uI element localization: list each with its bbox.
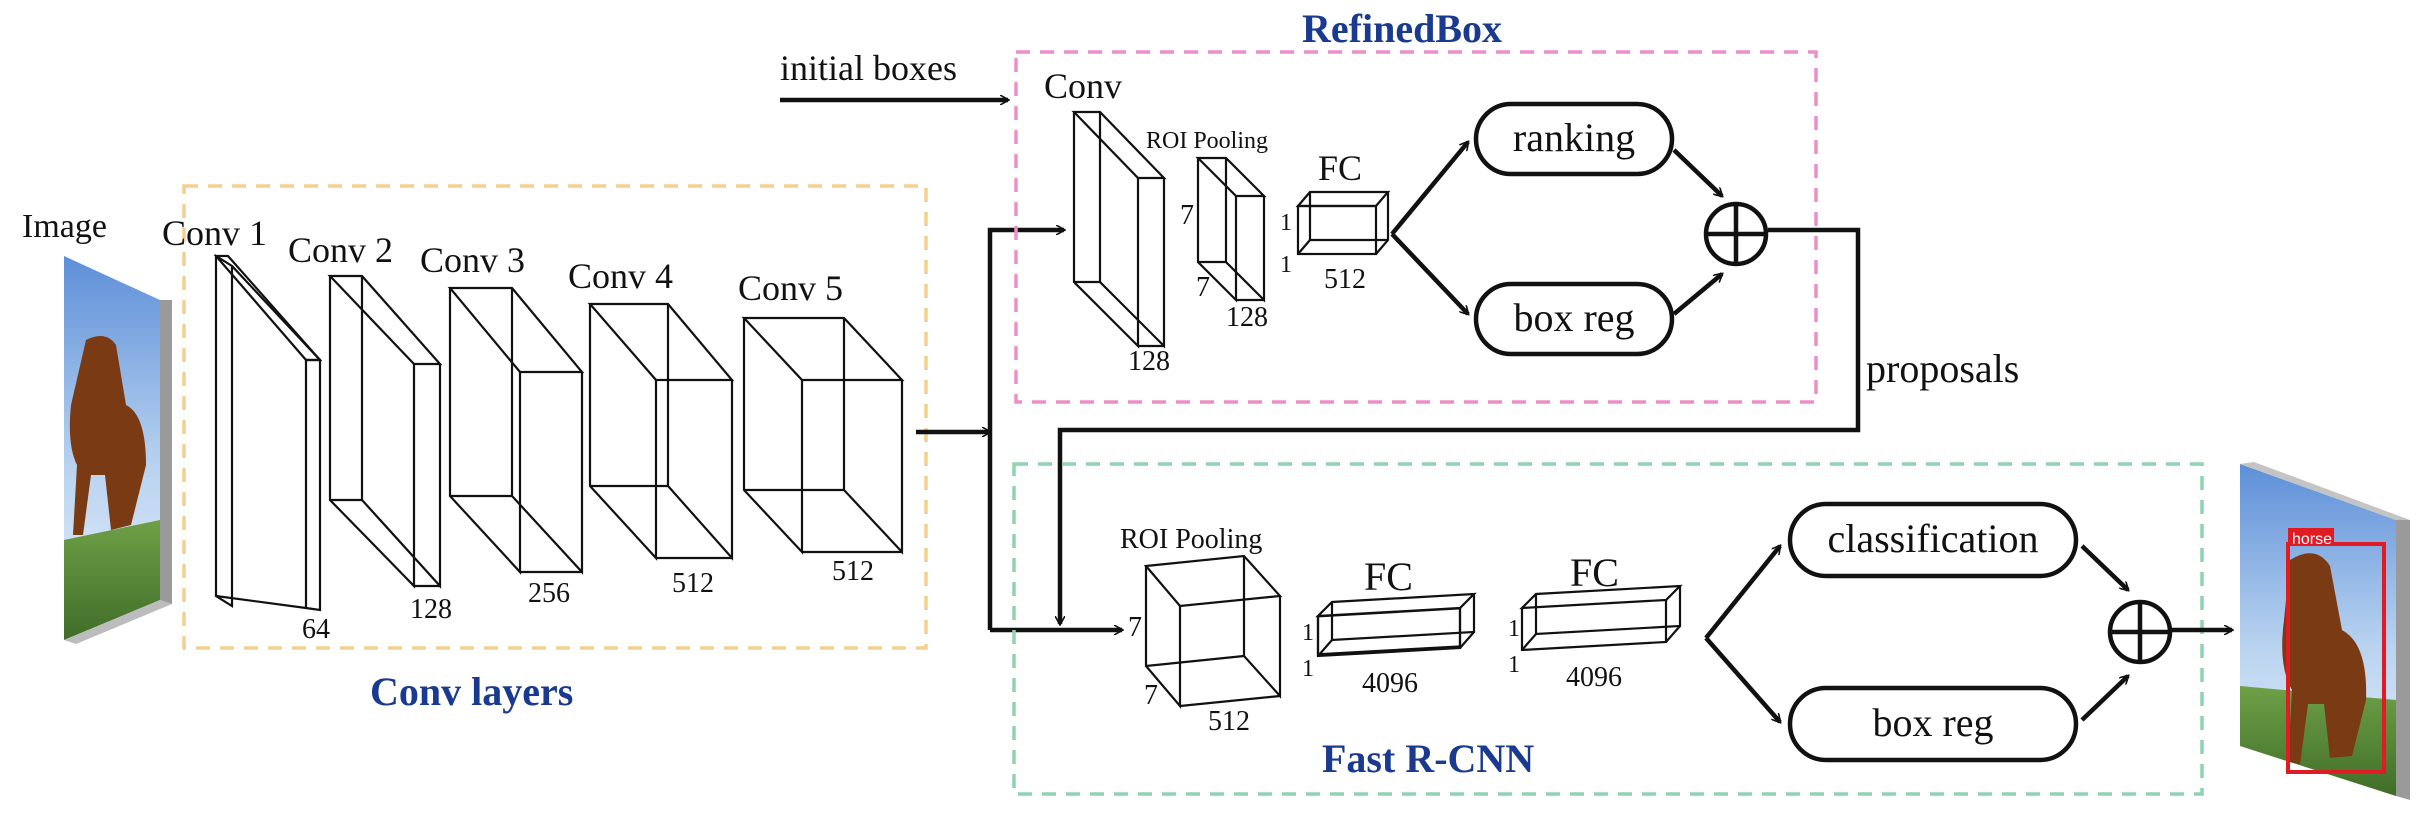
conv2-label: Conv 2 (288, 230, 393, 270)
refinedbox-roi-pooling-label: ROI Pooling (1146, 128, 1268, 154)
fast-rcnn-roi-pooling-width: 7 (1144, 680, 1158, 711)
refinedbox-to-ranking-arrow (1390, 142, 1470, 236)
conv5-block (741, 316, 905, 555)
refinedbox-fc-h1: 1 (1280, 210, 1292, 236)
fast-rcnn-title: Fast R-CNN (1322, 736, 1534, 781)
refinedbox-fc-label: FC (1318, 148, 1362, 188)
refinedbox-boxreg-head (1473, 281, 1675, 357)
conv5-label: Conv 5 (738, 268, 843, 308)
fast-rcnn-fc2-block (1519, 584, 1683, 652)
fast-rcnn-fc2-h1: 1 (1508, 616, 1520, 642)
fast-rcnn-boxreg-head-label: box reg (1872, 700, 1993, 745)
classification-to-combine-arrow (2080, 544, 2128, 590)
boxreg-to-combine-arrow (1672, 272, 1722, 316)
feature-split-arrows (916, 230, 1122, 630)
detection-label: horse (2292, 531, 2332, 548)
classification-head-label: classification (1827, 516, 2038, 561)
refinedbox-title: RefinedBox (1302, 6, 1502, 51)
fast-rcnn-to-classification-arrow (1704, 546, 1782, 640)
conv4-block (587, 302, 735, 561)
ranking-head-label: ranking (1513, 115, 1635, 160)
fast-rcnn-boxreg-head (1787, 685, 2079, 763)
refinedbox-roi-pooling-channels: 128 (1226, 302, 1268, 333)
conv5-channels: 512 (832, 556, 874, 587)
ranking-to-combine-arrow (1672, 148, 1722, 196)
refinedbox-conv-label: Conv (1044, 66, 1122, 106)
proposals-arrow (1060, 227, 1861, 624)
refinedbox-fc-h2: 1 (1280, 252, 1292, 278)
refinedbox-fc-block (1295, 190, 1391, 256)
conv1-channels: 64 (302, 614, 330, 645)
fast-rcnn-fc1-h1: 1 (1302, 620, 1314, 646)
ranking-head (1473, 101, 1675, 177)
fast-rcnn-fc1-block (1315, 592, 1477, 658)
fast-rcnn-fc1-h2: 1 (1302, 656, 1314, 682)
proposals-label: proposals (1866, 346, 2019, 391)
refinedbox-conv-block (1071, 110, 1167, 349)
refinedbox-to-boxreg-arrow (1390, 232, 1468, 314)
conv2-block (327, 274, 443, 589)
fast-rcnn-fc1-label: FC (1364, 554, 1413, 599)
initial-boxes-label: initial boxes (780, 48, 957, 88)
detection-box (2286, 542, 2386, 774)
conv4-channels: 512 (672, 568, 714, 599)
fast-rcnn-fc2-label: FC (1570, 550, 1619, 595)
conv3-block (447, 286, 585, 575)
fast-rcnn-roi-pooling-height: 7 (1128, 612, 1142, 643)
conv3-channels: 256 (528, 578, 570, 609)
fast-rcnn-fc1-units: 4096 (1362, 668, 1418, 699)
refinedbox-roi-pooling-height: 7 (1180, 200, 1194, 231)
fast-rcnn-roi-pooling-block (1143, 554, 1283, 709)
fast-rcnn-boxreg-to-combine-arrow (2080, 676, 2128, 722)
conv1-label: Conv 1 (162, 213, 267, 253)
conv4-label: Conv 4 (568, 256, 673, 296)
fast-rcnn-fc2-units: 4096 (1566, 662, 1622, 693)
refinedbox-roi-pooling-width: 7 (1196, 272, 1210, 303)
fast-rcnn-roi-pooling-label: ROI Pooling (1120, 524, 1262, 555)
fast-rcnn-fc2-h2: 1 (1508, 652, 1520, 678)
fast-rcnn-to-boxreg-arrow (1704, 636, 1780, 722)
refinedbox-conv-channels: 128 (1128, 346, 1170, 377)
fast-rcnn-roi-pooling-channels: 512 (1208, 706, 1250, 737)
classification-head (1787, 501, 2079, 579)
input-image-label: Image (22, 208, 107, 245)
refinedbox-frame (1014, 50, 1818, 404)
fast-rcnn-combine-icon (2107, 599, 2173, 665)
conv-layers-title: Conv layers (370, 669, 573, 714)
detected-horse-photo-icon: horse (2240, 462, 2410, 800)
conv3-label: Conv 3 (420, 240, 525, 280)
refinedbox-fc-units: 512 (1324, 264, 1366, 295)
refinedbox-combine-icon (1703, 201, 1769, 267)
conv2-channels: 128 (410, 594, 452, 625)
conv1-block (213, 254, 323, 612)
refinedbox-roi-pooling-block (1195, 156, 1267, 303)
conv-layers-frame (182, 184, 928, 650)
refinedbox-boxreg-head-label: box reg (1513, 295, 1634, 340)
horse-photo-icon (64, 256, 172, 644)
